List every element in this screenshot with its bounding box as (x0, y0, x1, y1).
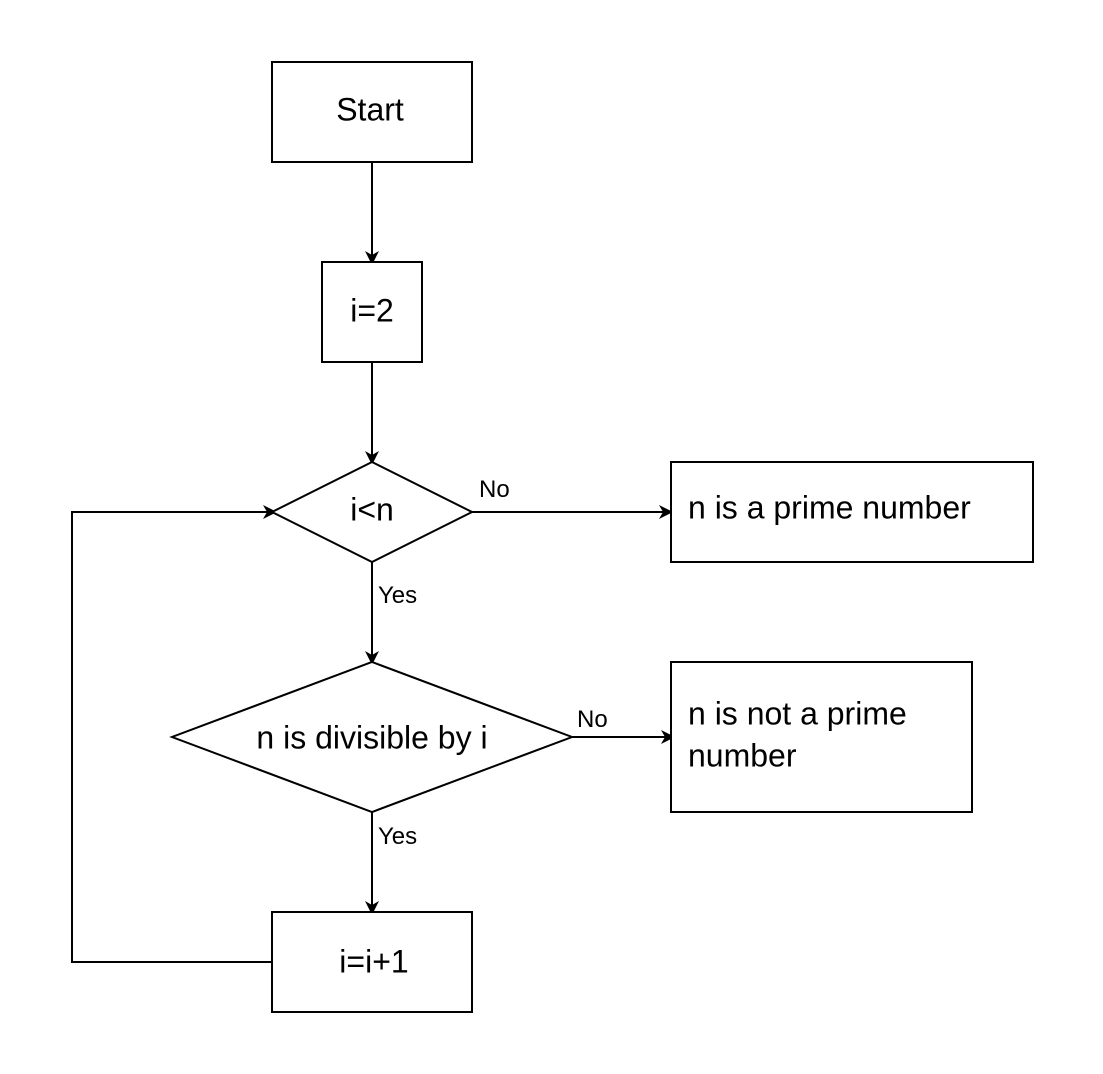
loop-check-yes-label: Yes (378, 582, 417, 609)
start-node: Start (271, 61, 473, 163)
divisible-check-label: n is divisible by i (256, 719, 487, 755)
loop-check-label: i<n (350, 491, 394, 527)
init-label: i=2 (350, 292, 394, 328)
start-label: Start (336, 91, 404, 127)
not-prime-result-label-line2: number (688, 737, 797, 773)
divisible-yes-label: Yes (378, 823, 417, 850)
init-node: i=2 (321, 261, 423, 363)
edge-increment-loop-back (71, 505, 277, 963)
loop-check-no-label: No (479, 476, 510, 503)
prime-result-label: n is a prime number (688, 489, 971, 525)
prime-result-node: n is a prime number (670, 461, 1034, 563)
loop-check-decision: i<n (269, 460, 475, 564)
increment-node: i=i+1 (271, 911, 473, 1013)
increment-label: i=i+1 (339, 943, 408, 979)
not-prime-result-node: n is not a prime number (670, 661, 973, 813)
divisible-check-decision: n is divisible by i (169, 660, 575, 814)
divisible-no-label: No (577, 706, 608, 733)
not-prime-result-label-line1: n is not a prime (688, 695, 907, 731)
